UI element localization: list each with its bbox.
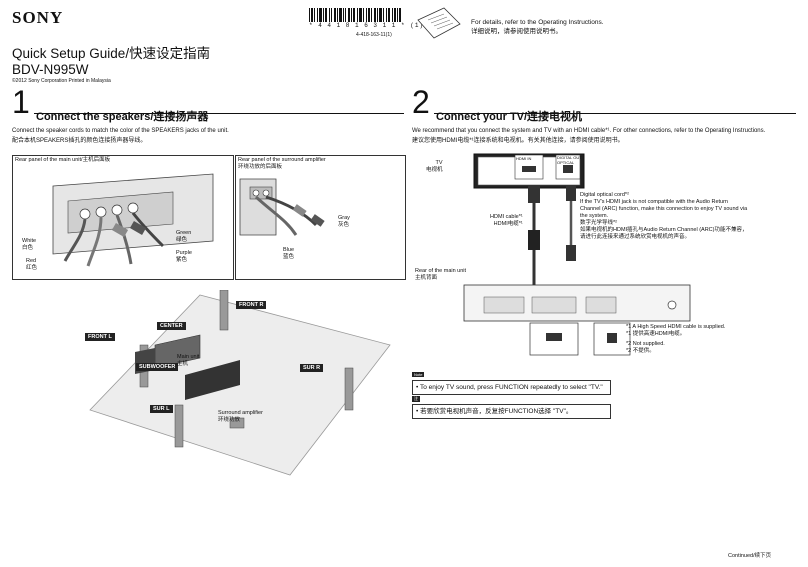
- optical-cord-zh: 数字光学导线*²: [580, 220, 617, 226]
- sur-l-tag: SUR L: [150, 405, 173, 413]
- barcode-number: * 4 4 1 8 1 6 3 1 1 * (1): [309, 22, 425, 29]
- footnote1-zh: *1 提供高速HDMI电缆。: [626, 331, 686, 337]
- barcode-icon: [309, 8, 401, 22]
- step1-title: Connect the speakers/连接扬声器: [36, 111, 209, 123]
- hdmi-in-label: HDMI IN: [516, 156, 532, 161]
- tv-en: TV: [435, 160, 443, 166]
- red-zh: 红色: [26, 265, 38, 271]
- tv-illustration: [473, 153, 585, 189]
- subwoofer-tag: SUBWOOFER: [136, 363, 179, 371]
- step1-number: 1: [12, 84, 30, 120]
- details-zh: 详细说明，请参阅使用说明书。: [471, 28, 562, 35]
- step1-description: Connect the speaker cords to match the c…: [12, 126, 229, 146]
- footnote1-en: *1 A High Speed HDMI cable is supplied.: [626, 324, 726, 330]
- optical-cord-note: Digital optical cord*² If the TV's HDMI …: [580, 192, 748, 241]
- purple-en: Purple: [176, 250, 192, 256]
- main-rear-panel-box: [12, 155, 234, 280]
- main-unit-en: Main unit: [177, 354, 200, 360]
- step1-rule: [34, 113, 404, 114]
- red-en: Red: [26, 258, 37, 264]
- note-box-zh: • 若要欣赏电视机声音，反复按FUNCTION选择 "TV"。: [412, 404, 611, 419]
- main-rear-panel-label: Rear panel of the main unit/主机后面板: [15, 157, 111, 163]
- note-box-en: • To enjoy TV sound, press FUNCTION repe…: [412, 380, 611, 395]
- sony-logo: SONY: [12, 8, 64, 27]
- copyright: ©2012 Sony Corporation Printed in Malays…: [12, 78, 111, 84]
- continued-label: Continued/续下页: [728, 553, 772, 559]
- step2-desc-en: We recommend that you connect the system…: [412, 128, 766, 134]
- gray-en: Gray: [338, 215, 350, 221]
- arc-note-zh: 如果电视机的HDMI插孔与Audio Return Channel (ARC)功…: [580, 227, 748, 240]
- step2-rule: [434, 113, 796, 114]
- white-zh: 白色: [22, 245, 34, 251]
- green-en: Green: [176, 230, 192, 236]
- surround-rear-panel-box: [235, 155, 406, 280]
- model-number: BDV-N995W: [12, 62, 89, 77]
- surround-panel-zh: 环绕功放的后面板: [238, 164, 283, 170]
- step1-desc-en: Connect the speaker cords to match the c…: [12, 128, 229, 134]
- note-tag-zh: 注: [412, 396, 420, 402]
- surround-amp-zh: 环绕功放: [218, 417, 241, 423]
- page-title: Quick Setup Guide/快速设定指南 BDV-N995W: [12, 46, 210, 78]
- footnotes: *1 A High Speed HDMI cable is supplied. …: [626, 324, 725, 355]
- white-en: White: [22, 238, 37, 244]
- speaker-room-diagram: [89, 290, 391, 476]
- blue-en: Blue: [283, 247, 295, 253]
- purple-zh: 紫色: [176, 257, 188, 263]
- hdmi-cable-zh: HDMI电缆*¹: [493, 221, 523, 227]
- surround-panel-en: Rear panel of the surround amplifier: [238, 157, 326, 163]
- step2-number: 2: [412, 84, 430, 120]
- optical-cord-en: Digital optical cord*²: [580, 192, 629, 198]
- tv-zh: 电视机: [426, 167, 443, 173]
- optical-text: OPTICAL: [557, 160, 575, 165]
- step2-title: Connect your TV/连接电视机: [436, 111, 583, 123]
- hdmi-cable-en: HDMI cable*¹: [490, 214, 523, 220]
- manual-book-icon: [417, 7, 461, 39]
- center-tag: CENTER: [157, 322, 186, 330]
- rear-main-zh: 主机背面: [415, 275, 438, 281]
- title-line1: Quick Setup Guide/快速设定指南: [12, 46, 211, 61]
- sur-r-tag: SUR R: [300, 364, 324, 372]
- step1-desc-zh: 配合本机SPEAKERS插孔的颜色连接扬声器导线。: [12, 138, 147, 144]
- front-r-tag: FRONT R: [236, 301, 267, 309]
- main-unit-zh: 主机: [177, 361, 189, 367]
- surround-rear-panel-illustration: [239, 178, 325, 236]
- main-unit-rear-illustration: [463, 284, 691, 356]
- front-l-tag: FRONT L: [85, 333, 115, 341]
- footnote2-zh: *2 不提供。: [626, 348, 655, 354]
- step2-description: We recommend that you connect the system…: [412, 126, 802, 146]
- blue-zh: 蓝色: [283, 254, 295, 260]
- digital-out-text: DIGITAL OUT: [557, 155, 582, 160]
- rear-main-en: Rear of the main unit: [415, 268, 467, 274]
- surround-amp-en: Surround amplifier: [218, 410, 263, 416]
- step2-desc-zh: 建议您使用HDMI电缆*¹连接系统和电视机。有关其他连接，请参阅使用说明书。: [412, 138, 624, 144]
- details-note: For details, refer to the Operating Inst…: [471, 18, 604, 36]
- main-rear-panel-illustration: [52, 173, 214, 267]
- arc-note-en: If the TV's HDMI jack is not compatible …: [580, 199, 748, 219]
- footnote2-en: *2 Not supplied.: [626, 341, 665, 347]
- gray-zh: 灰色: [338, 222, 350, 228]
- green-zh: 绿色: [176, 237, 188, 243]
- details-en: For details, refer to the Operating Inst…: [471, 19, 604, 26]
- part-number: 4-418-163-11(1): [356, 32, 392, 38]
- note-tag: Note: [412, 372, 425, 377]
